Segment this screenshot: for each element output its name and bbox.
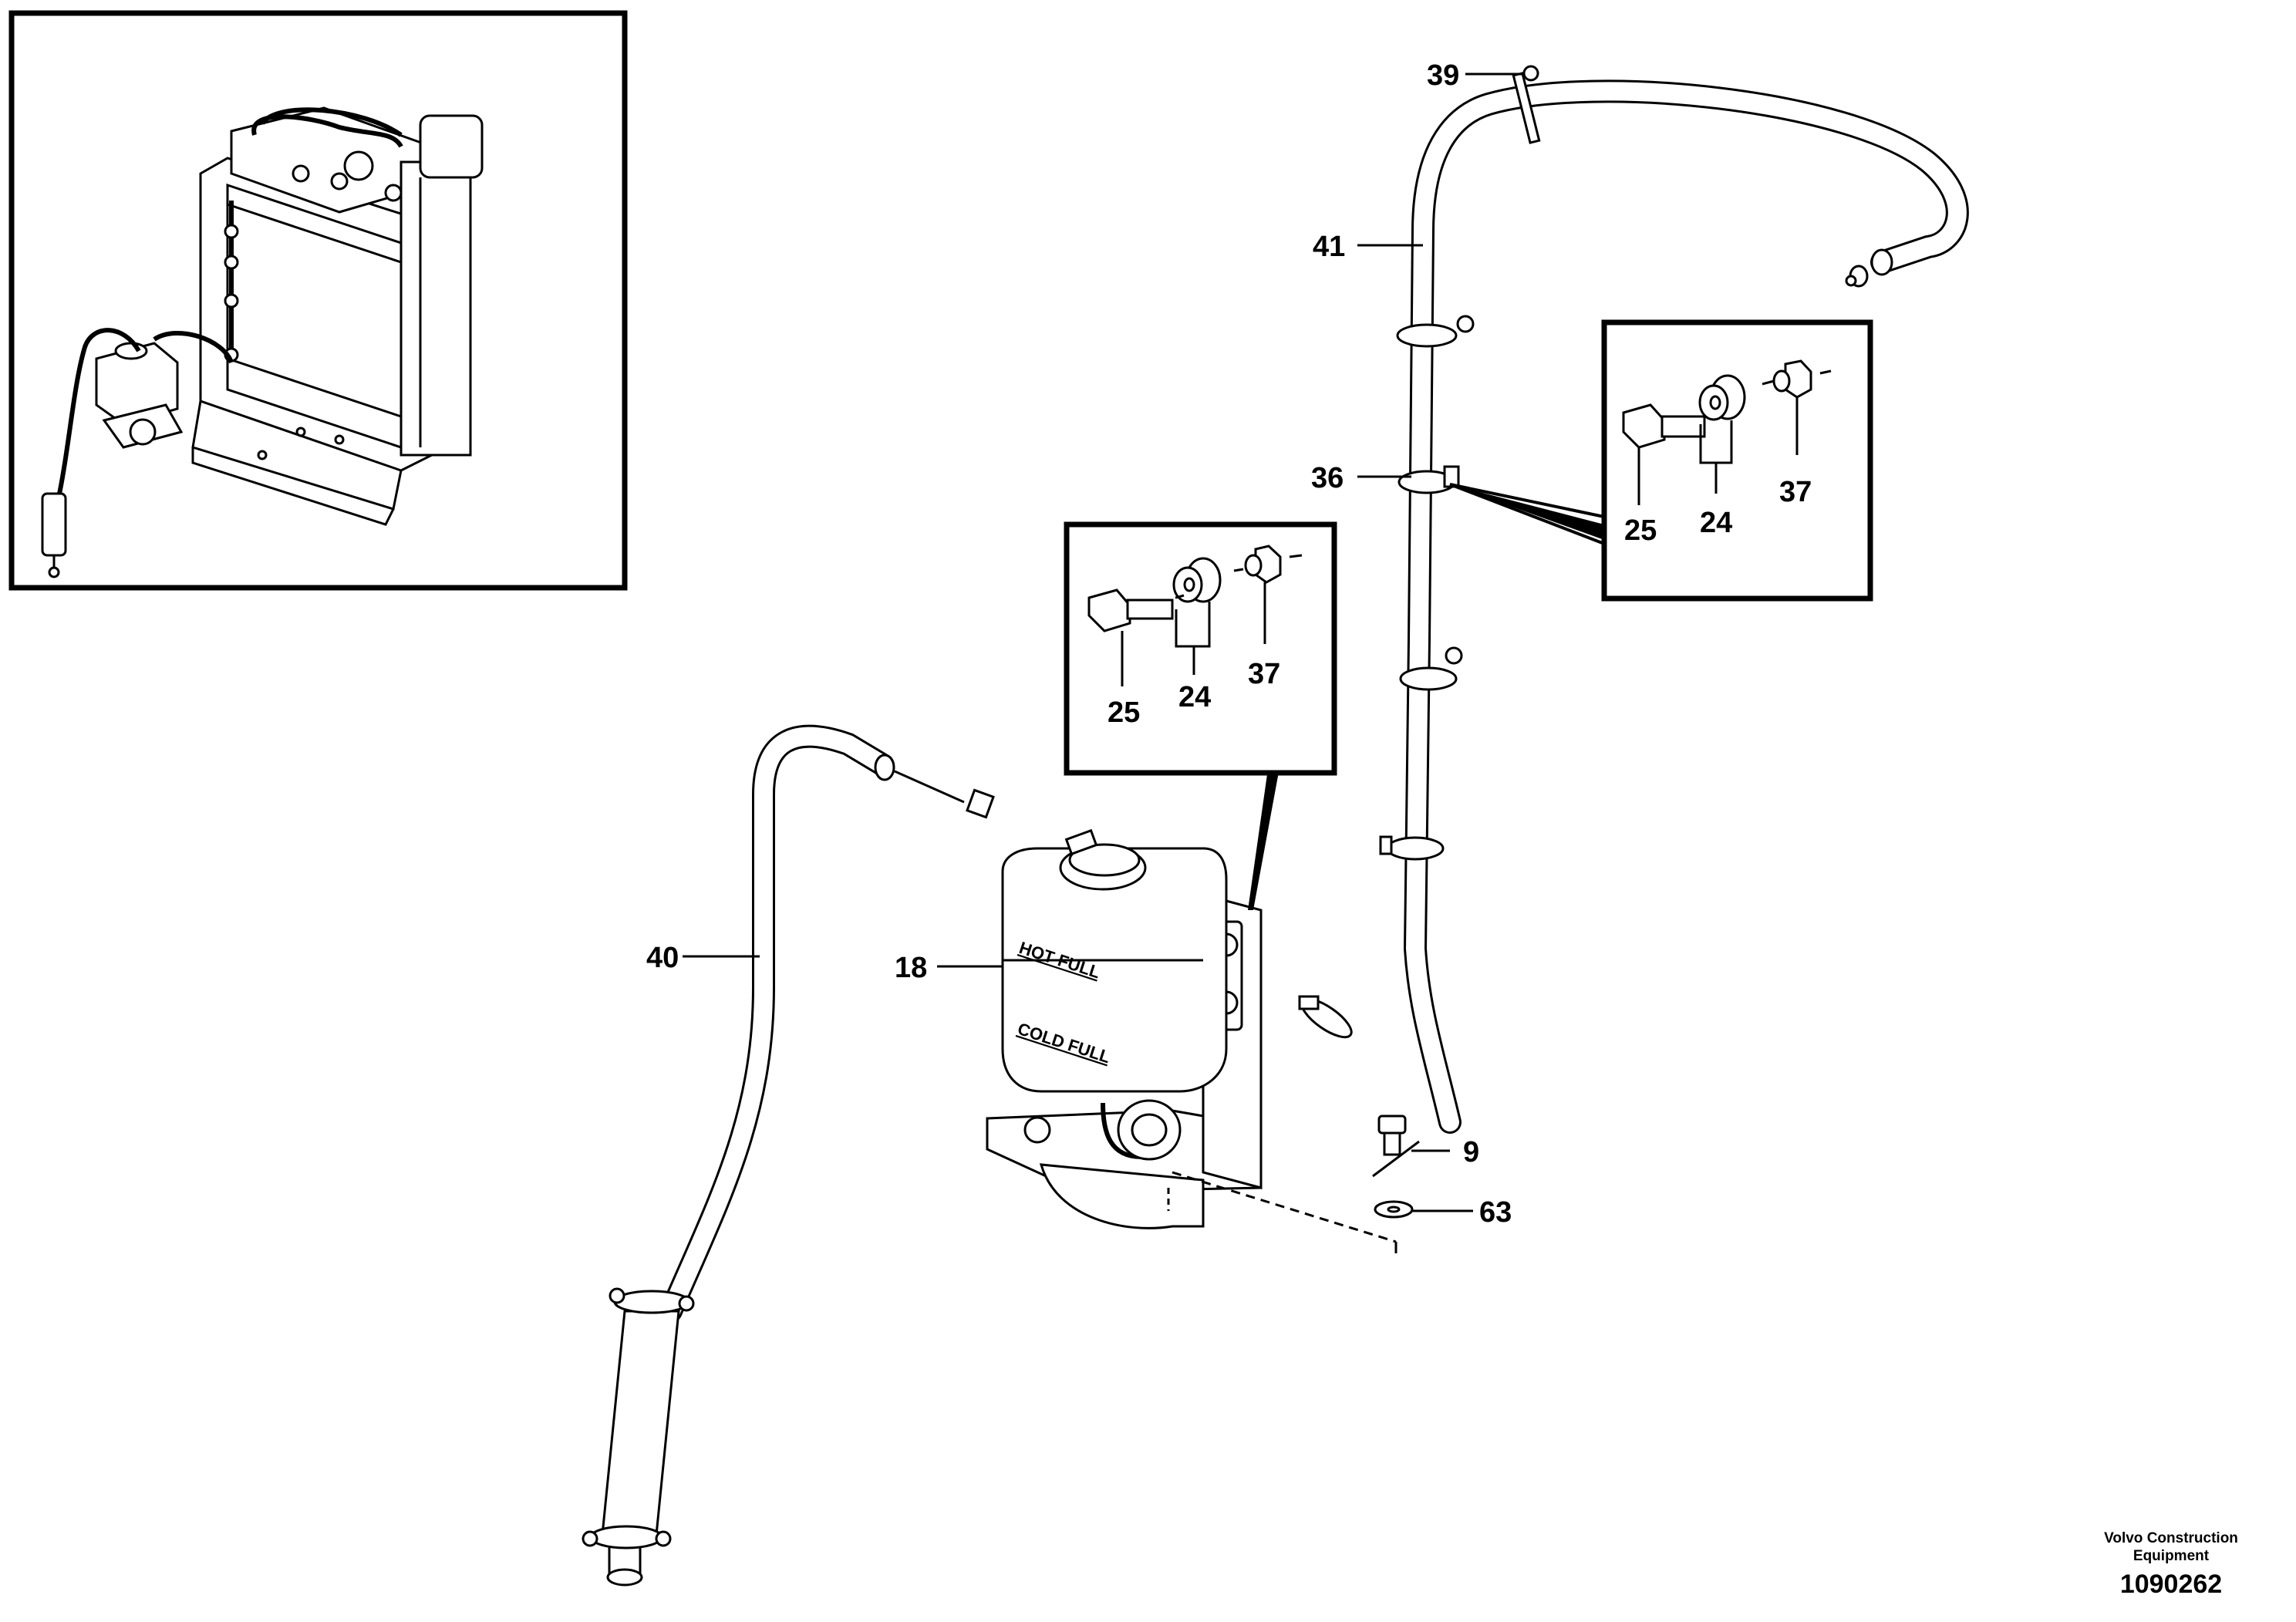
clamp-upper xyxy=(1396,315,1475,348)
bolt-25-detail-middle xyxy=(1087,588,1174,632)
washer-24-detail-middle xyxy=(1172,557,1222,603)
detail-box-middle xyxy=(1064,521,1337,910)
clamp-36 xyxy=(1397,465,1460,494)
label-37-detail-right: 37 xyxy=(1779,476,1812,508)
label-41: 41 xyxy=(1313,231,1345,263)
label-9: 9 xyxy=(1463,1136,1479,1168)
label-39: 39 xyxy=(1427,59,1459,92)
leader-lines xyxy=(683,73,1523,1212)
label-25-detail-middle: 25 xyxy=(1108,696,1140,729)
label-40: 40 xyxy=(646,942,679,974)
overview-inset xyxy=(8,10,628,591)
nut-37-detail-right xyxy=(1772,359,1812,399)
bolt-9 xyxy=(1377,1114,1407,1156)
footer: Volvo Construction Equipment 1090262 xyxy=(2104,1530,2238,1599)
document-number: 1090262 xyxy=(2120,1570,2222,1599)
label-24-detail-middle: 24 xyxy=(1178,681,1211,713)
clamp-mid xyxy=(1399,646,1463,691)
clamp-bottom xyxy=(1298,995,1353,1039)
label-37-detail-middle: 37 xyxy=(1248,658,1280,690)
label-24-detail-right: 24 xyxy=(1700,507,1732,539)
label-18: 18 xyxy=(895,952,927,984)
hose-40-clip xyxy=(966,788,995,819)
clamp-39 xyxy=(1512,65,1541,144)
manufacturer-name: Volvo Construction xyxy=(2104,1530,2238,1546)
hose-41 xyxy=(1372,79,1969,1178)
bolt-25-detail-right xyxy=(1622,403,1706,449)
expansion-tank-18: HOT FULL COLD FULL xyxy=(986,828,1263,1229)
label-63: 63 xyxy=(1479,1196,1512,1229)
nut-37-detail-middle xyxy=(1244,545,1282,584)
hose-41-clamps xyxy=(1298,65,1869,1039)
radiator-overview-drawing xyxy=(41,106,484,578)
detail-box-right xyxy=(1449,319,1873,602)
label-25-detail-right: 25 xyxy=(1624,514,1657,547)
clamp-lower xyxy=(1379,835,1445,861)
part-labels: 39 41 36 40 18 9 63 25 24 37 25 24 37 xyxy=(646,59,1812,1229)
hose-40 xyxy=(582,724,965,1587)
washer-63 xyxy=(1374,1200,1414,1219)
washer-24-detail-right xyxy=(1698,374,1746,421)
clamp-end xyxy=(1845,265,1869,288)
label-36: 36 xyxy=(1311,462,1344,494)
manufacturer-name-line2: Equipment xyxy=(2133,1548,2210,1564)
